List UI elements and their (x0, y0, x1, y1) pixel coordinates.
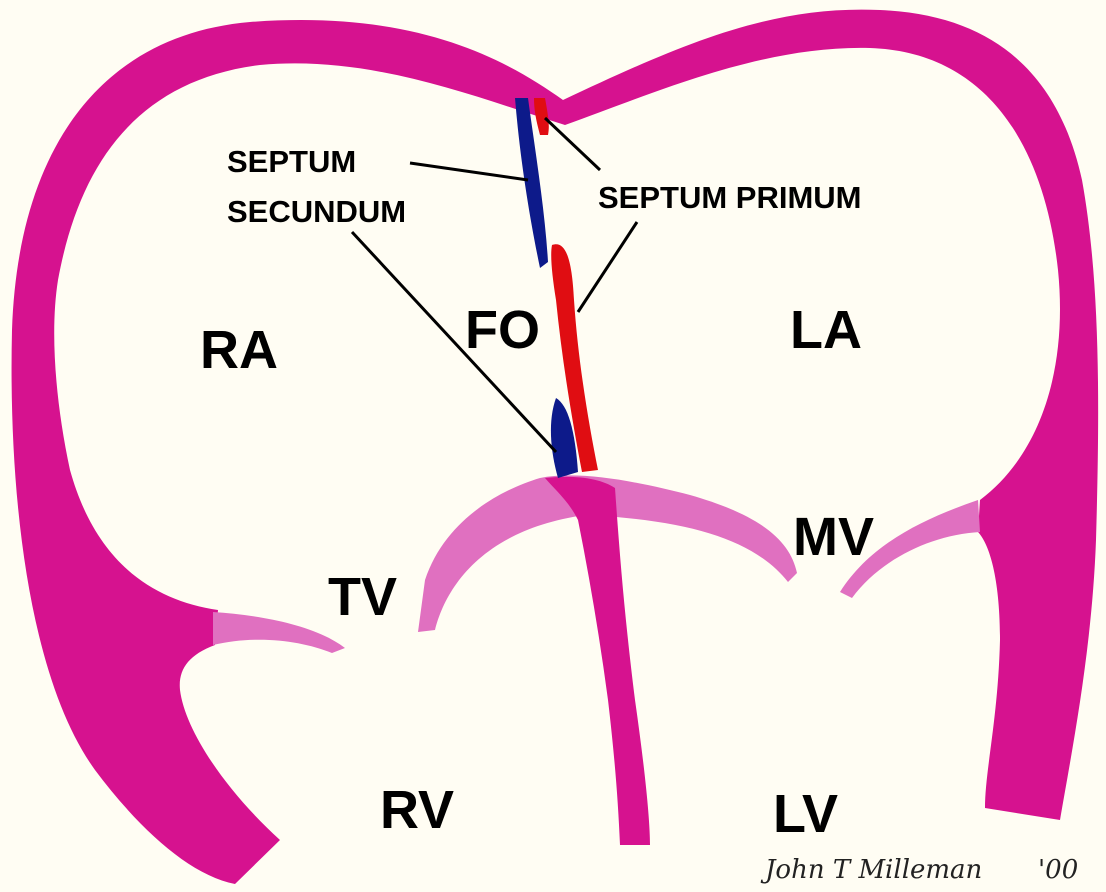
label-septum-secundum-line1: SEPTUM (227, 144, 356, 179)
label-rv: RV (380, 780, 454, 840)
label-ra: RA (200, 320, 278, 380)
primum-pointer-upper (545, 118, 600, 170)
label-tv: TV (328, 567, 397, 627)
label-septum-primum: SEPTUM PRIMUM (598, 180, 862, 215)
tricuspid-leaflet (213, 612, 345, 653)
signature-year: '00 (1038, 855, 1078, 885)
pointer-lines (352, 118, 637, 452)
label-septum-secundum-line2: SECUNDUM (227, 194, 406, 229)
label-mv: MV (793, 507, 874, 567)
ventricular-septum (545, 477, 650, 845)
secundum-pointer-upper (410, 163, 528, 180)
signature-name: John T Milleman (760, 855, 982, 885)
label-la: LA (790, 300, 862, 360)
primum-pointer-lower (578, 222, 637, 312)
label-lv: LV (773, 784, 838, 844)
label-fo: FO (465, 300, 540, 360)
